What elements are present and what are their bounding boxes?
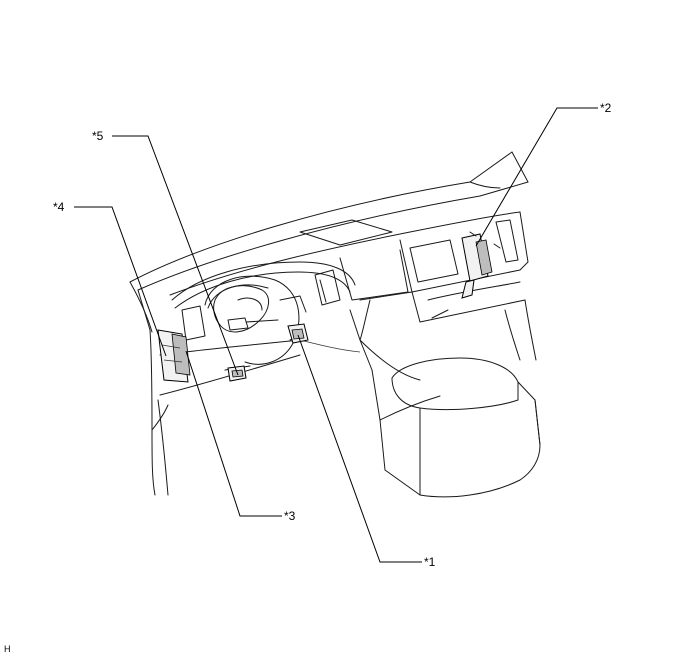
component-4-ecu bbox=[157, 329, 191, 383]
callout-label-3: *3 bbox=[284, 509, 296, 523]
callout-labels: *1 *2 *3 *4 *5 bbox=[53, 101, 612, 569]
leader-line-4 bbox=[74, 206, 167, 357]
dashboard-illustration bbox=[129, 151, 541, 498]
leader-line-1 bbox=[297, 334, 422, 563]
callout-label-4: *4 bbox=[53, 200, 65, 214]
figure-code-label: H bbox=[4, 644, 11, 654]
leader-line-3 bbox=[185, 350, 282, 517]
component-1-sensor bbox=[287, 323, 309, 344]
component-2-ecu bbox=[461, 231, 501, 299]
callout-label-1: *1 bbox=[424, 555, 436, 569]
callout-label-2: *2 bbox=[600, 101, 612, 115]
leader-line-2 bbox=[475, 107, 598, 247]
leader-lines bbox=[74, 107, 598, 563]
leader-line-5 bbox=[112, 135, 239, 376]
callout-label-5: *5 bbox=[92, 129, 104, 143]
